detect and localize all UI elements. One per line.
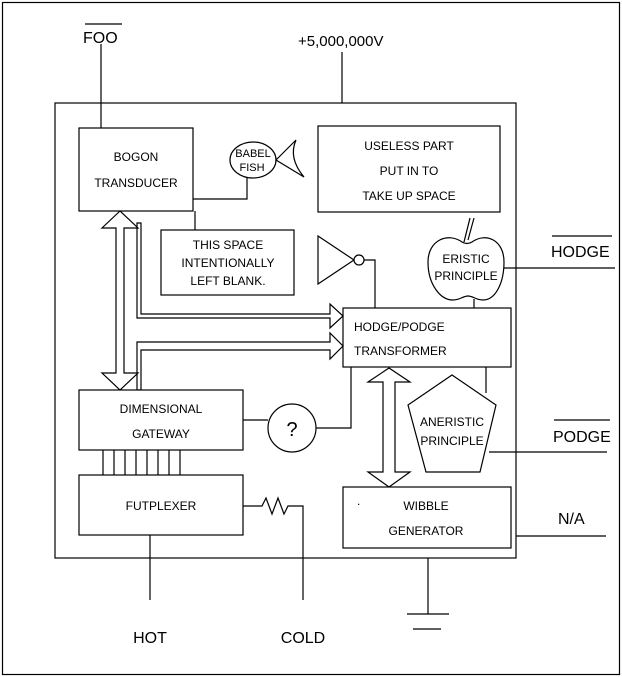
apple-stem — [463, 217, 471, 243]
question-mark-label: ? — [286, 419, 297, 441]
gateway-line-1: DIMENSIONAL — [120, 402, 203, 416]
supply-voltage-label: +5,000,000V — [298, 33, 384, 50]
chip-outline — [54, 102, 517, 559]
eristic-line-1: ERISTIC — [442, 252, 490, 266]
blank-line-1: THIS SPACE — [193, 238, 263, 252]
podge-label: PODGE — [553, 429, 611, 446]
blank-line-3: LEFT BLANK. — [190, 274, 265, 288]
futplexer-label: FUTPLEXER — [126, 499, 197, 513]
apple-stem-edge — [467, 217, 475, 241]
wibble-generator-block — [342, 486, 512, 549]
wibble-dot: . — [357, 494, 360, 508]
hot-label: HOT — [133, 630, 167, 647]
gateway-line-2: GATEWAY — [132, 427, 190, 441]
na-label: N/A — [558, 511, 585, 528]
useless-part-block — [317, 125, 501, 213]
useless-line-1: USELESS PART — [364, 139, 454, 153]
babel-fish-line-1: BABEL — [235, 148, 270, 160]
transformer-line-1: HODGE/PODGE — [354, 320, 445, 334]
resistor — [243, 496, 304, 600]
wibble-line-2: GENERATOR — [389, 524, 464, 538]
hodge-label: HODGE — [551, 244, 610, 261]
babel-fish: BABEL FISH — [229, 139, 305, 179]
bus-arrow-to-transformer-bottom — [136, 331, 344, 391]
eristic-principle-apple: ERISTIC PRINCIPLE — [427, 217, 505, 301]
blank-line-2: INTENTIONALLY — [181, 256, 274, 270]
aneristic-line-1: ANERISTIC — [420, 415, 484, 429]
bus-arrow-to-transformer-top — [136, 222, 344, 330]
useless-line-2: PUT IN TO — [380, 164, 439, 178]
aneristic-principle-pentagon — [407, 374, 497, 473]
inverter-gate — [317, 234, 365, 286]
transformer-wibble-double-arrow — [366, 367, 412, 488]
eristic-line-2: PRINCIPLE — [434, 269, 497, 283]
wibble-line-1: WIBBLE — [403, 499, 448, 513]
aneristic-line-2: PRINCIPLE — [420, 434, 483, 448]
hodge-podge-transformer-block — [342, 307, 512, 368]
bogon-gateway-double-arrow — [100, 210, 140, 391]
dimensional-gateway-block — [78, 389, 244, 451]
futplexer-block — [78, 474, 244, 536]
gateway-futplexer-bus — [102, 450, 181, 475]
babel-fish-line-2: FISH — [239, 162, 264, 174]
inverter-output-wire — [364, 259, 376, 308]
apple-body — [427, 237, 505, 301]
useless-line-3: TAKE UP SPACE — [362, 189, 455, 203]
transformer-line-2: TRANSFORMER — [354, 344, 447, 358]
inverter-bubble — [353, 254, 365, 266]
ground-symbol — [407, 558, 449, 630]
inverter-triangle — [317, 234, 356, 286]
question-to-transformer-wire — [316, 367, 352, 429]
bogon-line-2: TRANSDUCER — [94, 176, 178, 190]
cold-label: COLD — [281, 630, 325, 647]
bogon-transducer-block — [78, 127, 194, 212]
foo-label: FOO — [83, 30, 118, 47]
blank-space-block — [160, 229, 295, 296]
babel-fish-tail — [275, 139, 305, 178]
bogon-to-fish-wire — [193, 178, 248, 200]
bogon-line-1: BOGON — [114, 150, 159, 164]
